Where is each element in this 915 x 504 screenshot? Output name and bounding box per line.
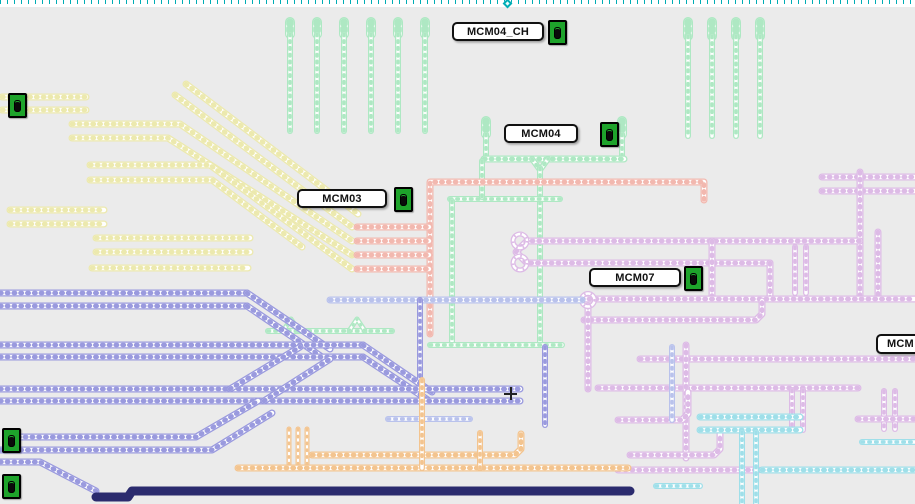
- station-label-partial[interactable]: MCM: [876, 334, 915, 354]
- status-indicator[interactable]: [2, 428, 21, 453]
- top-ruler: [0, 0, 915, 7]
- indicator-glyph: [400, 193, 407, 206]
- status-indicator[interactable]: [684, 266, 703, 291]
- station-label-mcm04-ch[interactable]: MCM04_CH: [452, 22, 544, 41]
- indicator-glyph: [14, 99, 21, 112]
- indicator-glyph: [8, 480, 15, 493]
- status-indicator[interactable]: [2, 474, 21, 499]
- status-indicator[interactable]: [394, 187, 413, 212]
- station-label-mcm04[interactable]: MCM04: [504, 124, 578, 143]
- station-label-mcm03[interactable]: MCM03: [297, 189, 387, 208]
- status-indicator[interactable]: [8, 93, 27, 118]
- status-indicator[interactable]: [548, 20, 567, 45]
- indicator-glyph: [8, 434, 15, 447]
- station-label-mcm07[interactable]: MCM07: [589, 268, 681, 287]
- indicator-glyph: [690, 272, 697, 285]
- indicator-glyph: [606, 128, 613, 141]
- status-indicator[interactable]: [600, 122, 619, 147]
- indicator-glyph: [554, 26, 561, 39]
- crosshair-marker: [504, 387, 517, 400]
